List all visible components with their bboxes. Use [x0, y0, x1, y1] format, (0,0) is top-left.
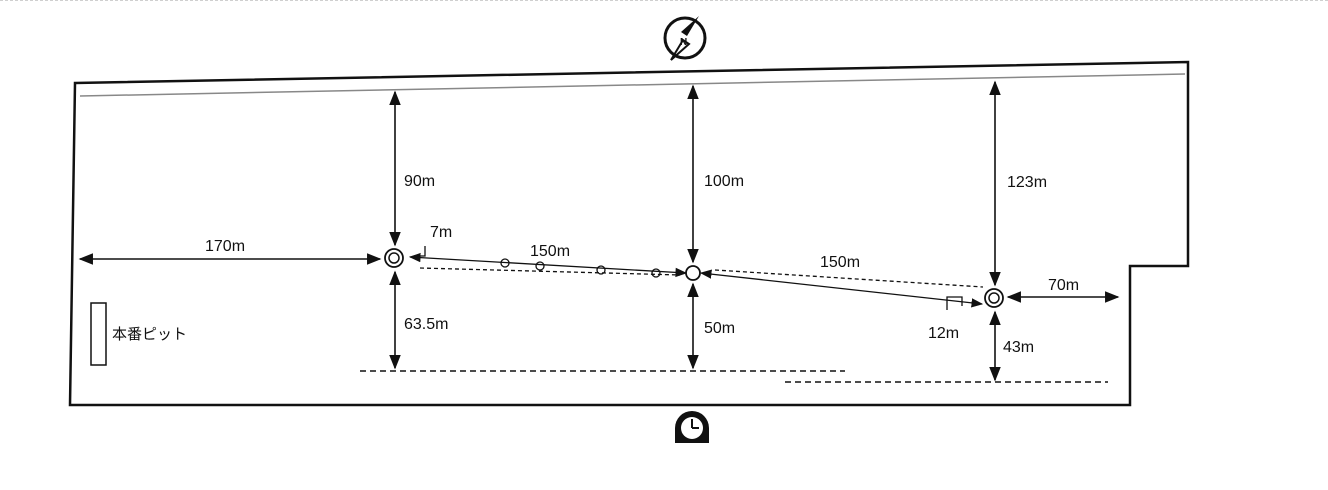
buoy-center: [685, 265, 701, 281]
course-line-left: [408, 252, 688, 278]
label-center-bottom: 50m: [704, 320, 735, 337]
label-left-bottom: 63.5m: [404, 316, 448, 333]
offset-bracket-right: [946, 296, 963, 310]
compass-north-icon: N: [663, 16, 707, 61]
marker: [535, 261, 545, 271]
course-line-right: [699, 269, 984, 308]
venue-boundary: [68, 60, 1190, 407]
label-center-top: 100m: [704, 173, 744, 190]
label-right-offset: 12m: [928, 325, 959, 342]
label-left-leg: 150m: [530, 243, 570, 260]
marker: [651, 268, 661, 278]
course-dash-left: [419, 267, 681, 276]
buoy-right: [984, 288, 1004, 308]
svg-text:N: N: [680, 37, 687, 48]
pit-box: [90, 302, 107, 366]
pit-label: 本番ピット: [112, 326, 187, 343]
label-right-bottom: 43m: [1003, 339, 1034, 356]
label-left-top: 90m: [404, 173, 435, 190]
label-left-offset: 7m: [430, 224, 452, 241]
offset-bracket-left: [414, 246, 426, 257]
clock-icon: [675, 411, 709, 443]
course-dash-right: [714, 269, 984, 288]
top-divider: [0, 0, 1328, 1]
label-right-top: 123m: [1007, 174, 1047, 191]
label-left-edge: 170m: [205, 238, 245, 255]
buoy-left: [384, 248, 404, 268]
label-right-edge: 70m: [1048, 277, 1079, 294]
shore-line: [79, 73, 1186, 97]
label-right-leg: 150m: [820, 254, 860, 271]
